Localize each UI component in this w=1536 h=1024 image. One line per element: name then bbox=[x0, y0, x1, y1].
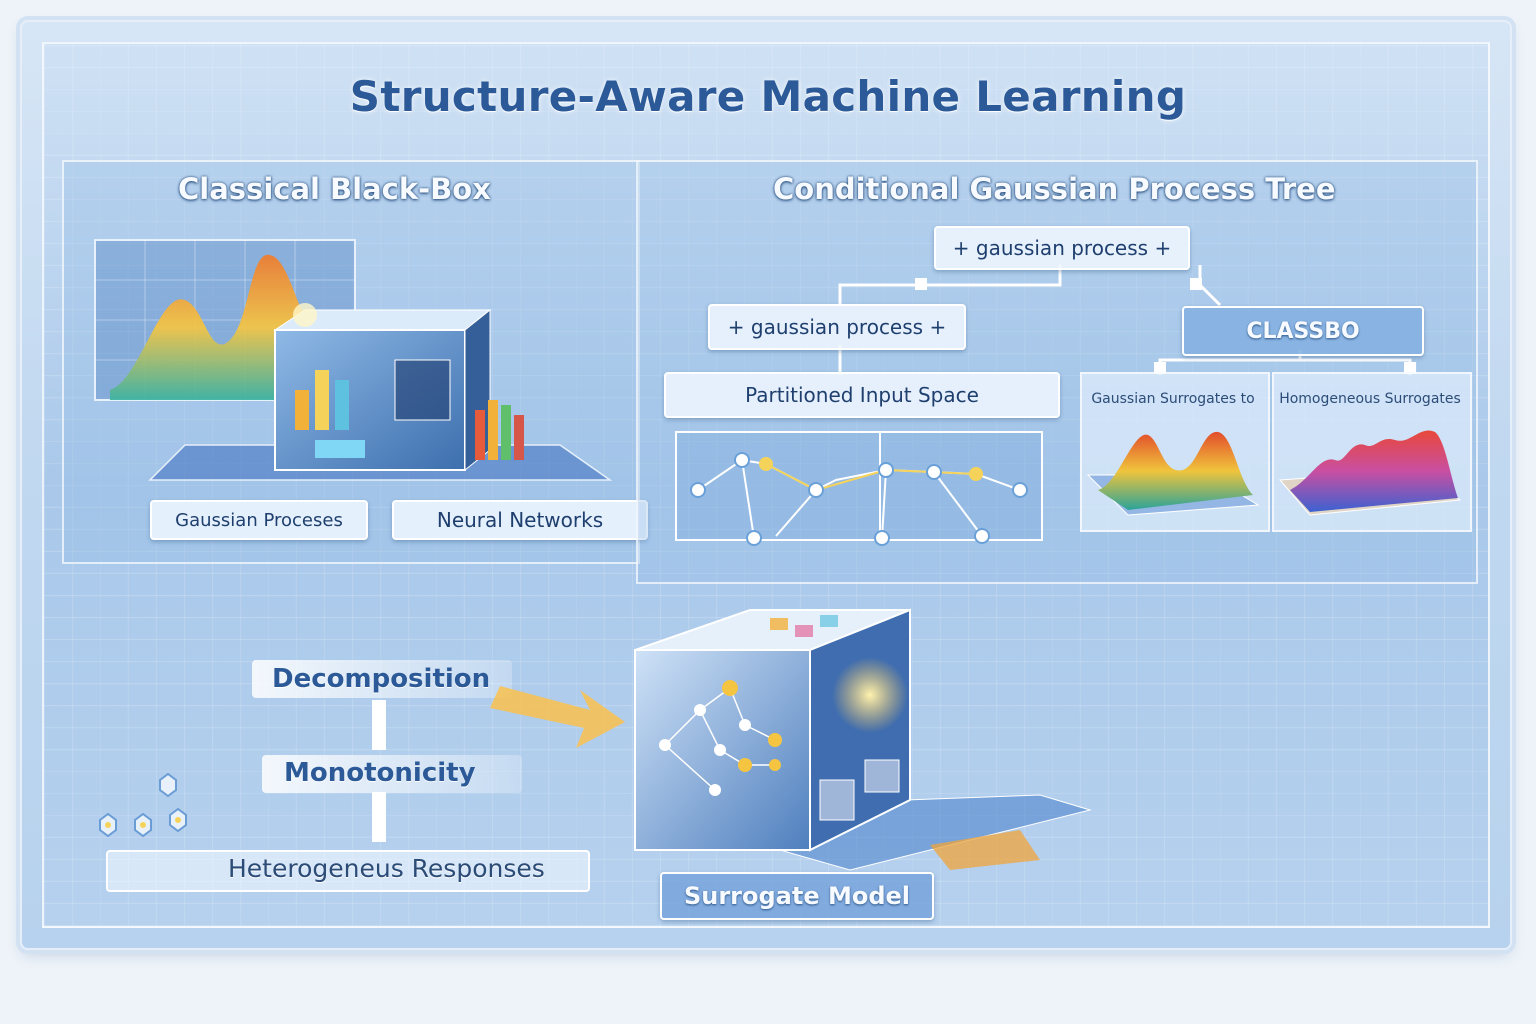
black-box-illustration bbox=[94, 239, 613, 481]
partition-plot bbox=[675, 431, 1043, 546]
heterogeneous-band bbox=[106, 850, 590, 892]
gaussian-surrogates-label: Gaussian Surrogates to bbox=[1091, 391, 1255, 407]
property-monotonicity: Monotonicity bbox=[284, 758, 476, 788]
surrogate-model-label: Surrogate Model bbox=[660, 872, 934, 920]
classbo-node: CLASSBO bbox=[1182, 306, 1424, 356]
label-neural-networks: Neural Networks bbox=[392, 500, 648, 540]
homogeneous-surrogates-label: Homogeneous Surrogates bbox=[1279, 391, 1461, 407]
partitioned-input-space-node: Partitioned Input Space bbox=[664, 372, 1060, 418]
decomposition-band bbox=[252, 660, 512, 698]
page-title: Structure-Aware Machine Learning bbox=[349, 72, 1187, 121]
gp-node-top: + gaussian process + bbox=[934, 226, 1190, 270]
homogeneous-surrogate-surface bbox=[1278, 430, 1462, 516]
property-connectors bbox=[99, 686, 625, 842]
surrogate-model-cube bbox=[634, 608, 1092, 871]
property-decomposition: Decomposition bbox=[272, 664, 491, 694]
classical-black-box-title: Classical Black-Box bbox=[178, 172, 491, 206]
conditional-gp-tree-title: Conditional Gaussian Process Tree bbox=[773, 172, 1336, 206]
property-heterogeneous-responses: Heterogeneus Responses bbox=[228, 854, 545, 883]
gp-node-mid: + gaussian process + bbox=[708, 304, 966, 350]
gaussian-surrogate-surface bbox=[1086, 431, 1260, 516]
monotonicity-band bbox=[262, 755, 522, 793]
label-gaussian-processes: Gaussian Proceses bbox=[150, 500, 368, 540]
